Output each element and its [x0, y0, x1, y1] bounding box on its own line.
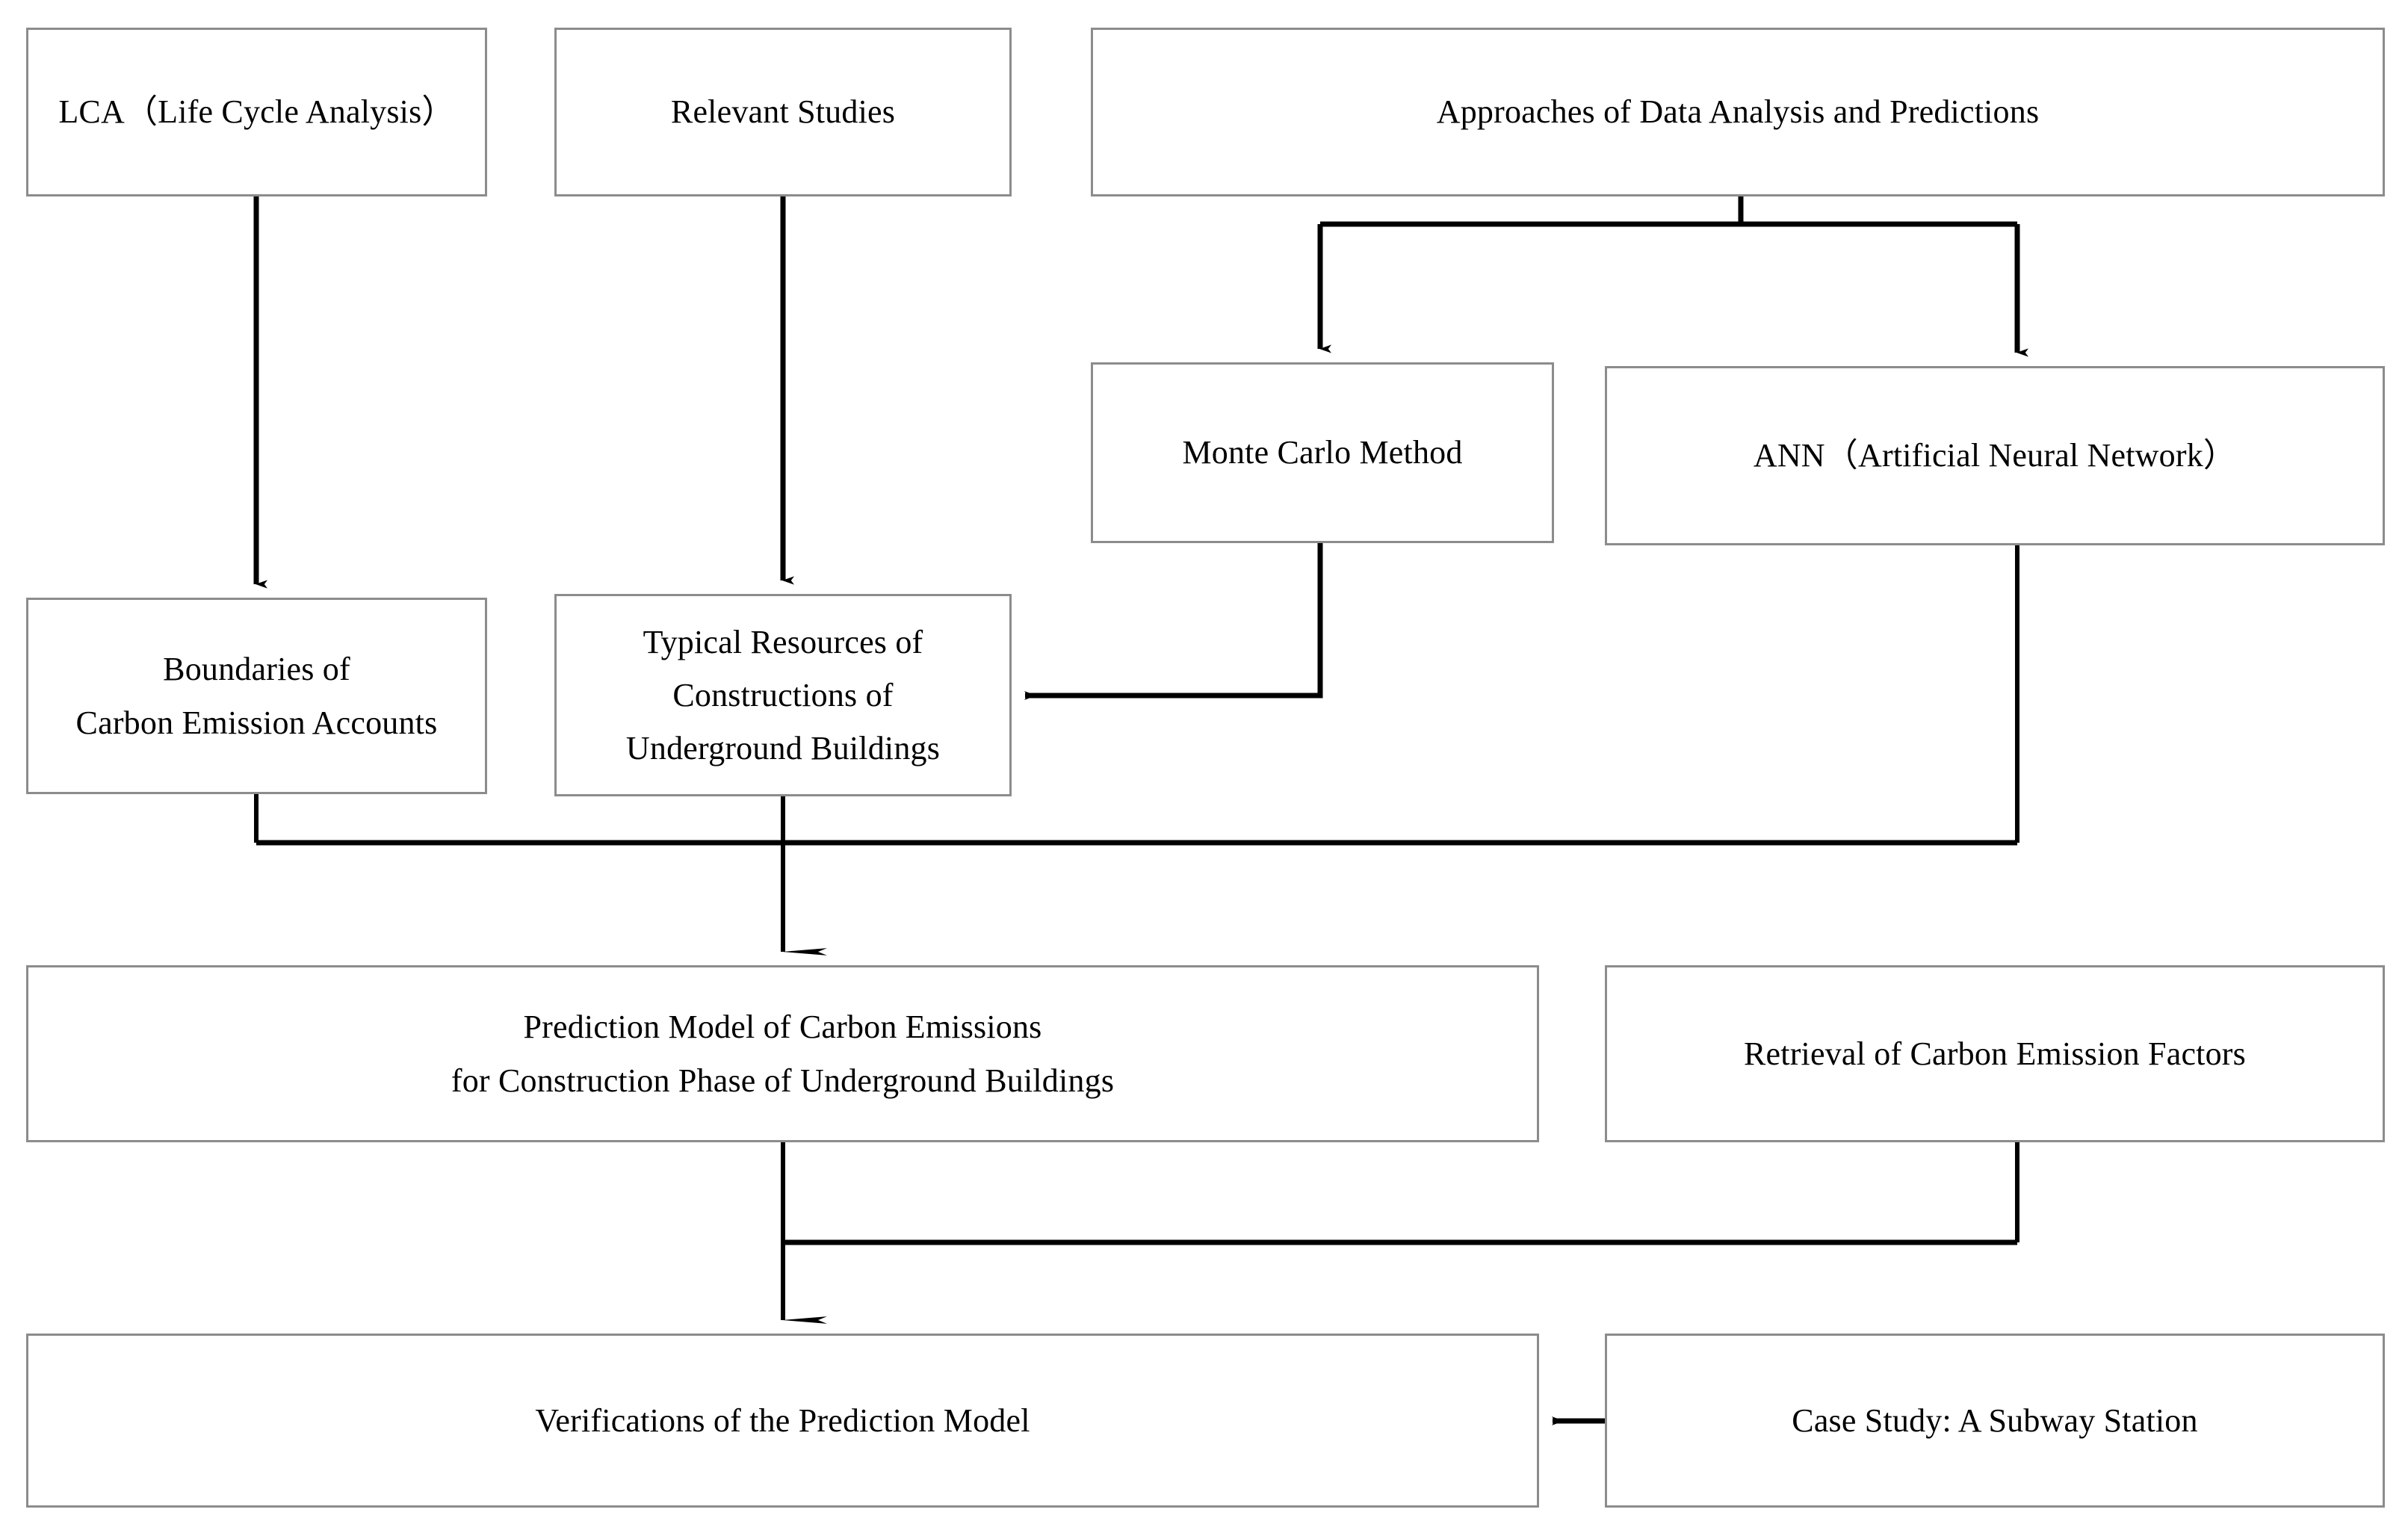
node-relevant-studies[interactable]: Relevant Studies — [554, 28, 1012, 196]
edge-approaches-split-bus — [1320, 196, 2017, 227]
node-monte-carlo-label: Monte Carlo Method — [1182, 434, 1463, 471]
edge-merge-bus-to-verifications — [781, 1142, 2019, 1324]
edge-merge-bus-to-prediction-model — [254, 545, 2019, 956]
node-monte-carlo-method[interactable]: Monte Carlo Method — [1091, 362, 1554, 543]
node-prediction-model-label: Prediction Model of Carbon Emissions for… — [451, 1009, 1115, 1099]
node-boundaries-label: Boundaries of Carbon Emission Accounts — [75, 651, 438, 741]
node-typical-resources[interactable]: Typical Resources of Constructions of Un… — [554, 594, 1012, 796]
node-prediction-model[interactable]: Prediction Model of Carbon Emissions for… — [26, 965, 1539, 1142]
node-verifications-of-the-prediction-model[interactable]: Verifications of the Prediction Model — [26, 1334, 1539, 1508]
node-retrieval-of-carbon-emission-factors[interactable]: Retrieval of Carbon Emission Factors — [1605, 965, 2385, 1142]
node-boundaries-of-carbon-emission-accounts[interactable]: Boundaries of Carbon Emission Accounts — [26, 598, 487, 794]
node-verifications-label: Verifications of the Prediction Model — [535, 1402, 1030, 1439]
node-approaches-label: Approaches of Data Analysis and Predicti… — [1436, 93, 2040, 131]
node-approaches-of-data-analysis[interactable]: Approaches of Data Analysis and Predicti… — [1091, 28, 2385, 196]
node-ann[interactable]: ANN（Artificial Neural Network） — [1605, 366, 2385, 545]
node-retrieval-label: Retrieval of Carbon Emission Factors — [1744, 1035, 2246, 1072]
node-ann-label: ANN（Artificial Neural Network） — [1753, 437, 2237, 474]
edge-monte-carlo-to-typical-resources — [1024, 543, 1323, 700]
node-case-study-label: Case Study: A Subway Station — [1792, 1402, 2198, 1439]
node-typical-resources-label: Typical Resources of Constructions of Un… — [625, 623, 941, 767]
node-relevant-studies-label: Relevant Studies — [670, 93, 896, 131]
node-lca[interactable]: LCA（Life Cycle Analysis） — [26, 28, 487, 196]
node-lca-label: LCA（Life Cycle Analysis） — [58, 93, 455, 131]
node-case-study-subway-station[interactable]: Case Study: A Subway Station — [1605, 1334, 2385, 1508]
